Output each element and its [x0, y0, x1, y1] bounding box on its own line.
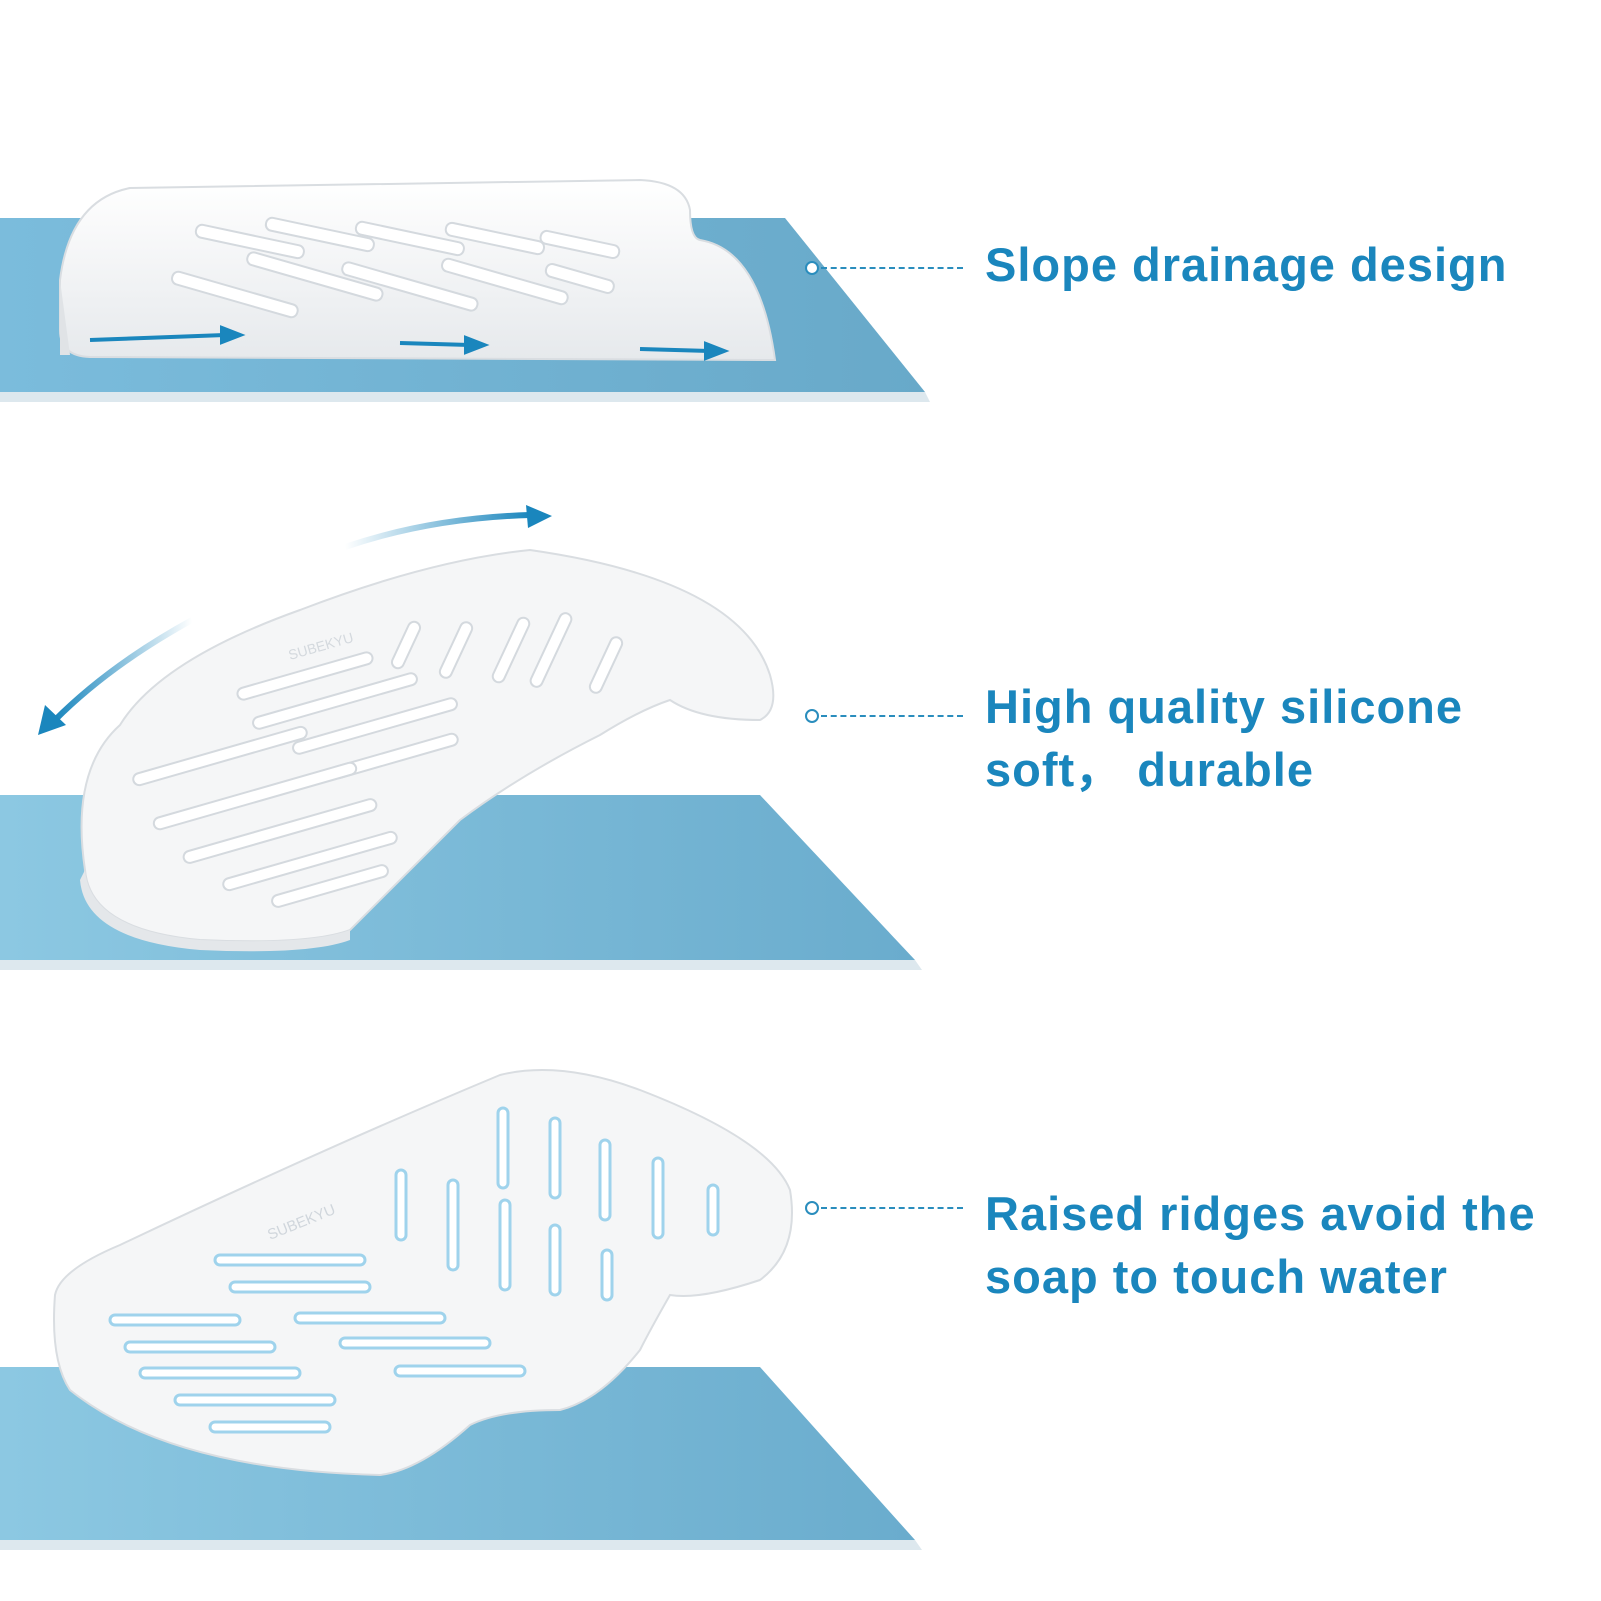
feature-raised-ridges: SUBEKYU Raised ridges av	[0, 1030, 1601, 1601]
tray-flex-illustration: SUBEKYU	[0, 505, 922, 970]
flex-arrow-up	[344, 512, 531, 550]
caption-raised-ridges: Raised ridges avoid the soap to touch wa…	[985, 1187, 1536, 1303]
callout-dot-icon	[805, 261, 819, 275]
callout-dot-icon	[805, 709, 819, 723]
callout-dot-icon	[805, 1201, 819, 1215]
caption-silicone: High quality silicone soft， durable	[985, 680, 1464, 796]
feature-silicone: SUBEKYU High quality silicone soft， dura…	[0, 470, 1601, 1030]
soap-tray	[59, 178, 777, 362]
feature-slope-drainage: Slope drainage design	[0, 0, 1601, 470]
water-flow-arrows	[89, 325, 730, 361]
tray-side-view-illustration	[0, 178, 930, 402]
caption-slope-drainage: Slope drainage design	[985, 238, 1508, 291]
flex-arrow-down	[52, 617, 194, 723]
tray-top-view-illustration: SUBEKYU	[0, 1069, 922, 1550]
